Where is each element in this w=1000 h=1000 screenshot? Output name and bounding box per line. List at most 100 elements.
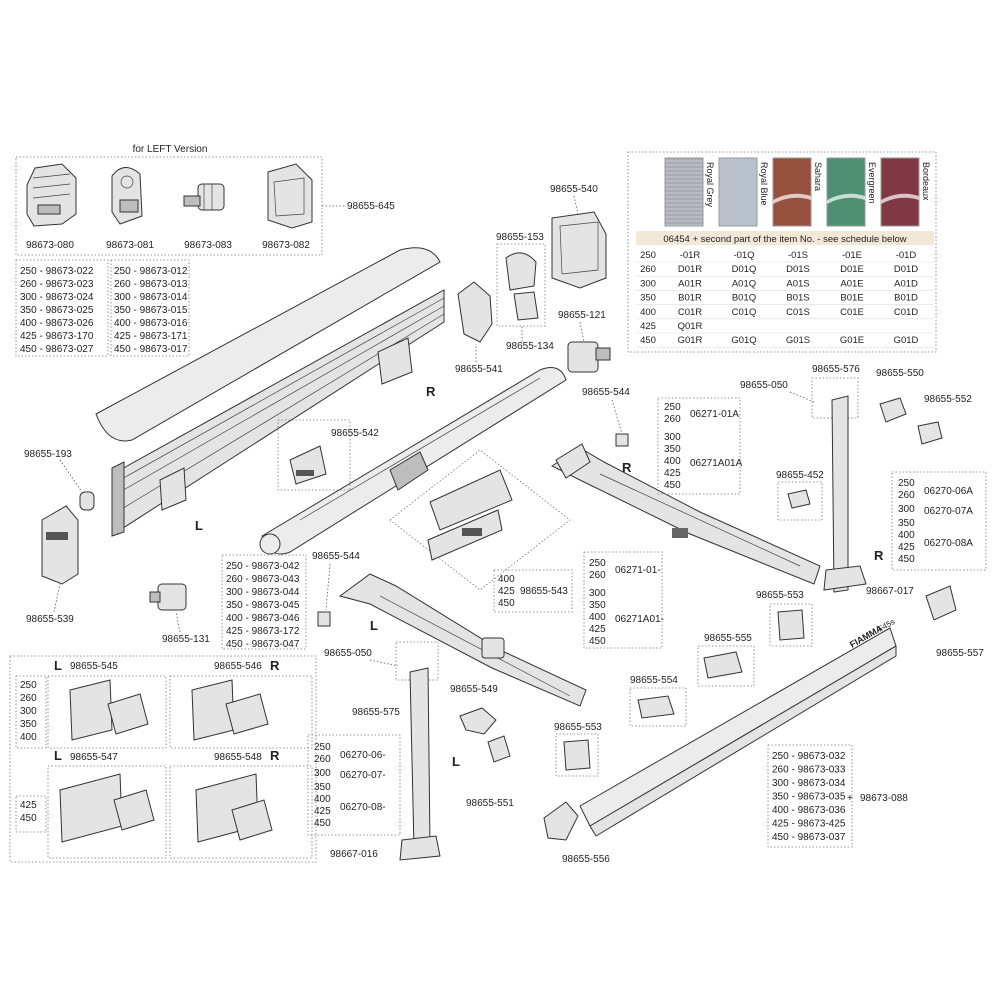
bracket-size: 450 — [20, 813, 37, 824]
fabric-table-cell: D01S — [786, 264, 810, 275]
fabric-table-cell: C01R — [678, 307, 702, 318]
fabric-table-size: 450 — [640, 335, 656, 346]
bearing-plate-part — [111, 167, 143, 225]
roller-size-row: 450 - 98673-047 — [226, 639, 300, 650]
roller-size-row: 260 - 98673-043 — [226, 574, 300, 585]
roller-size-row: 300 - 98673-044 — [226, 587, 300, 598]
fabric-table-cell: G01R — [678, 335, 703, 346]
label-98655-050-left: 98655-050 — [324, 648, 372, 659]
fabric-table-cell: B01Q — [732, 293, 756, 304]
fabric-table-cell: C01D — [894, 307, 918, 318]
fabric-table-cell: C01S — [786, 307, 810, 318]
label-98655-134: 98655-134 — [506, 341, 554, 352]
leg-size: 425 — [898, 542, 915, 553]
cover-right-size-row: 450 - 98673-017 — [114, 344, 188, 355]
bracket-size: 400 — [20, 732, 37, 743]
leg-code: 06270-06- — [340, 750, 386, 761]
small-parts-left: 98655-193 98655-539 98655-131 — [24, 449, 210, 645]
label-98655-645: 98655-645 — [347, 201, 395, 212]
fabric-table-cell: G01D — [894, 335, 919, 346]
cover-left-size-row: 260 - 98673-023 — [20, 279, 94, 290]
front-bar-size-row: 450 - 98673-037 — [772, 832, 846, 843]
label-98655-549: 98655-549 — [450, 684, 498, 695]
bracket-side-l-bottom: L — [54, 748, 62, 763]
side-label-l-arm: L — [370, 618, 378, 633]
leg-size: 300 — [314, 768, 331, 779]
fabric-swatch — [826, 157, 866, 227]
label-98655-576: 98655-576 — [812, 364, 860, 375]
fabric-table-cell: -01D — [896, 250, 917, 261]
brackets-section: L R L R 98655-545 98655-546 98655-547 98… — [9, 655, 317, 863]
leg-size: 450 — [898, 554, 915, 565]
fabric-table-size: 250 — [640, 250, 656, 261]
slider-code: 98655-543 — [520, 586, 568, 597]
fabric-table-cell: D01R — [678, 264, 702, 275]
fabric-table-cell: G01S — [786, 335, 810, 346]
fabric-table-size: 400 — [640, 307, 656, 318]
fabric-table-cell: -01Q — [733, 250, 754, 261]
fabric-stripe — [773, 193, 811, 204]
label-98655-553-lower: 98655-553 — [554, 722, 602, 733]
cover-right-size-row: 400 - 98673-016 — [114, 318, 188, 329]
roller-size-row: 400 - 98673-046 — [226, 613, 300, 624]
arm-size: 300 — [664, 432, 681, 443]
leg-size: 400 — [898, 530, 915, 541]
front-bar-size-row: 250 - 98673-032 — [772, 751, 846, 762]
label-98655-544-right: 98655-544 — [582, 387, 630, 398]
front-bar-size-row: 400 - 98673-036 — [772, 805, 846, 816]
top-middle-parts: 98655-541 98655-153 98655-134 98655-540 … — [455, 184, 611, 375]
clip-98655-542: 98655-542 — [277, 419, 379, 491]
fabric-table-cell: A01E — [840, 278, 863, 289]
arm-size: 425 — [664, 468, 681, 479]
label-98655-551: 98655-551 — [466, 798, 514, 809]
cover-right-size-row: 300 - 98673-014 — [114, 292, 188, 303]
fabric-table-cell: G01E — [840, 335, 864, 346]
arm-size: 300 — [589, 588, 606, 599]
leg-code: 06270-06A — [924, 486, 973, 497]
fabric-swatch-name: Royal Blue — [759, 162, 769, 206]
bracket-side-r-bottom: R — [270, 748, 280, 763]
cover-left-size-row: 450 - 98673-027 — [20, 344, 94, 355]
label-98655-050-right: 98655-050 — [740, 380, 788, 391]
bracket-size: 425 — [20, 800, 37, 811]
leg-size: 400 — [314, 794, 331, 805]
label-98655-541: 98655-541 — [455, 364, 503, 375]
fabric-table-cell: A01S — [786, 278, 809, 289]
fabric-stripe — [827, 193, 865, 204]
bracket-side-l-top: L — [54, 658, 62, 673]
fabric-swatch-name: Royal Grey — [705, 162, 715, 208]
arm-size: 350 — [664, 444, 681, 455]
bracket-size: 350 — [20, 719, 37, 730]
clamp-parts: 98655-549 98655-551 98655-553 98655-554 … — [450, 585, 984, 865]
fabric-swatch — [880, 157, 920, 227]
end-cap-left-part — [26, 163, 77, 227]
fabric-swatch — [718, 157, 758, 227]
label-98655-153: 98655-153 — [496, 232, 544, 243]
leg-size: 450 — [314, 818, 331, 829]
label-98667-017: 98667-017 — [866, 586, 914, 597]
label-98673-081: 98673-081 — [106, 240, 154, 251]
arm-code: 06271A01- — [615, 614, 664, 625]
fabric-table-cell: B01E — [840, 293, 863, 304]
label-98655-556: 98655-556 — [562, 854, 610, 865]
slider-size: 400 — [498, 574, 515, 585]
fabric-swatch-name: Sahara — [813, 162, 823, 191]
front-bar-size-row: 425 - 98673-425 — [772, 819, 846, 830]
label-98655-548: 98655-548 — [214, 752, 262, 763]
fabric-table-cell: -01R — [680, 250, 701, 261]
leg-size: 350 — [898, 518, 915, 529]
leg-code: 06270-08A — [924, 538, 973, 549]
label-98673-080: 98673-080 — [26, 240, 74, 251]
leg-size: 260 — [898, 490, 915, 501]
label-98655-131: 98655-131 — [162, 634, 210, 645]
awning-housing-profile — [95, 247, 445, 537]
side-label-l-leg: L — [452, 754, 460, 769]
leg-size: 250 — [898, 478, 915, 489]
side-label-r-housing: R — [426, 384, 436, 399]
side-label-r-arm: R — [622, 460, 632, 475]
